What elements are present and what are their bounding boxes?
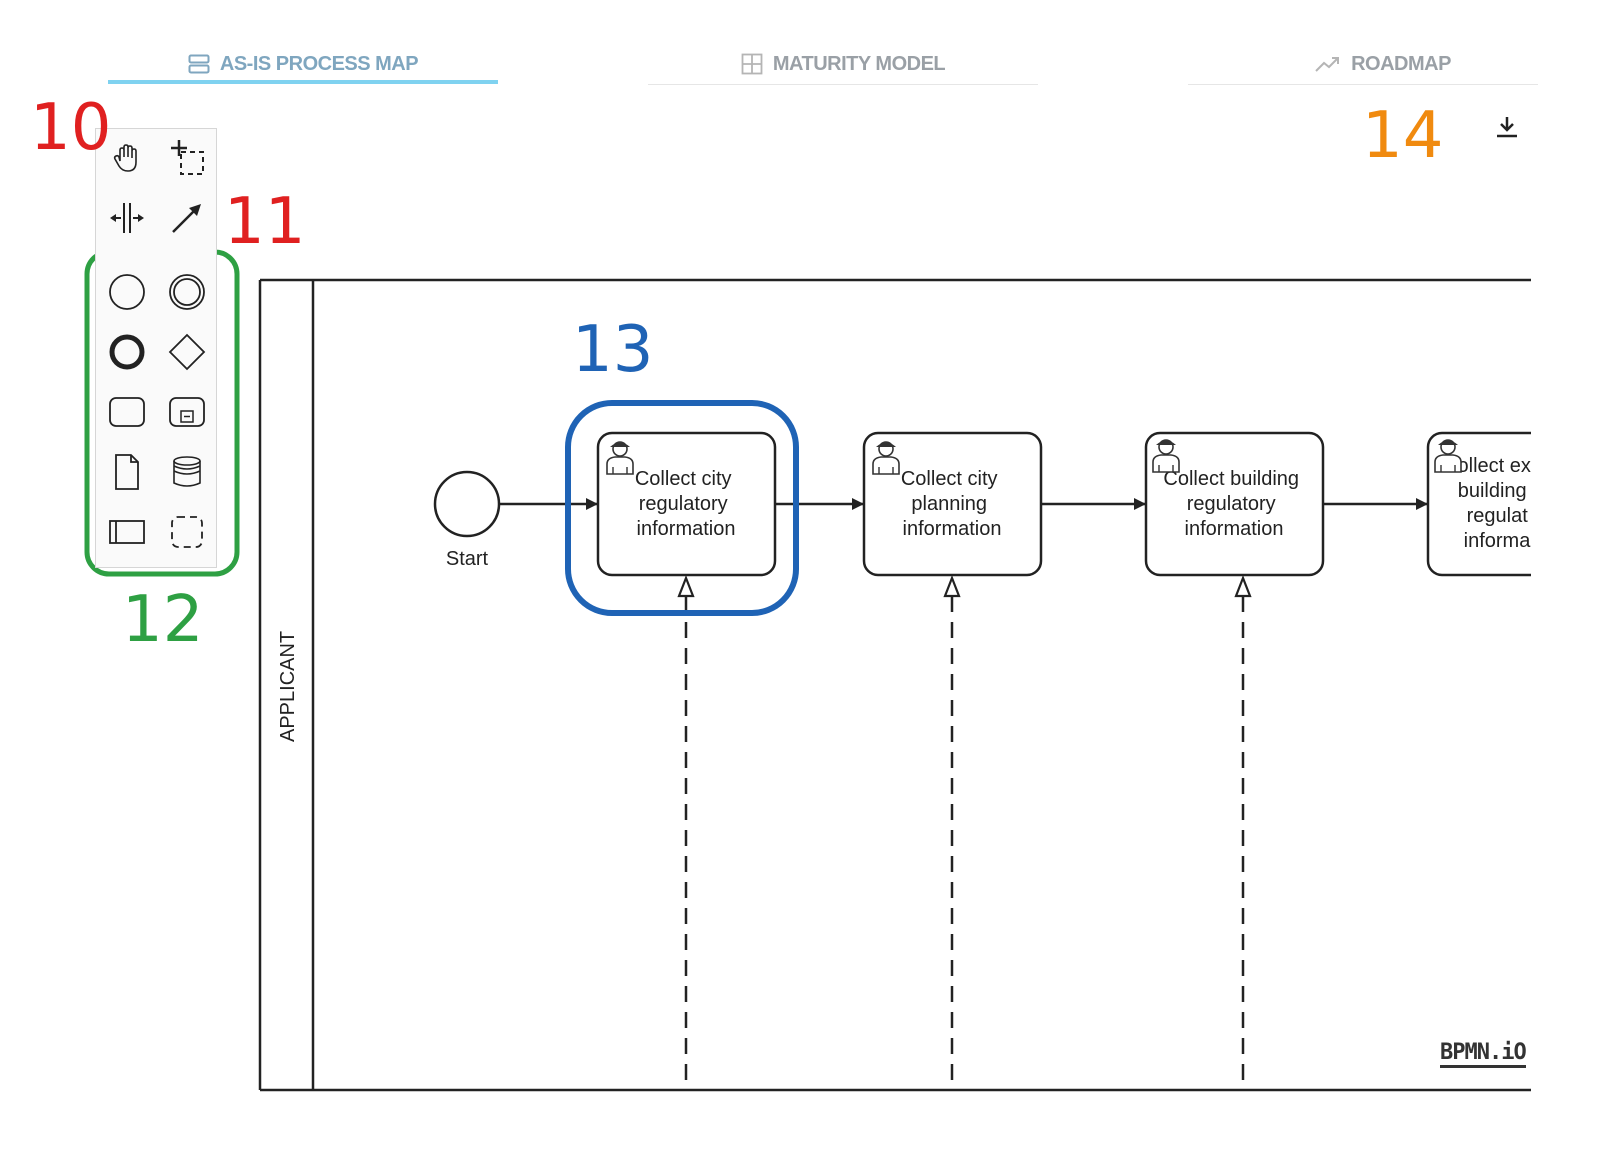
intermediate-event-icon (167, 272, 207, 317)
message-flow[interactable] (677, 574, 695, 1082)
create-gateway[interactable] (162, 329, 212, 379)
task-label-line: Collect city (901, 468, 998, 490)
create-start-event[interactable] (102, 269, 152, 319)
create-pool[interactable] (102, 509, 152, 559)
global-connect-icon (169, 200, 205, 241)
participant-pool[interactable] (258, 278, 1531, 1092)
user-task-icon (872, 441, 900, 475)
hand-tool-icon (110, 141, 144, 180)
task-label-line: regulat (1467, 505, 1529, 527)
gateway-icon (167, 332, 207, 377)
create-subprocess[interactable] (162, 389, 212, 439)
bpmn-io-logo[interactable]: BPMN.iO (1440, 1040, 1527, 1068)
create-intermediate-event[interactable] (162, 269, 212, 319)
space-tool-icon (107, 201, 147, 240)
svg-text:Collect city regulatory: Collect city regulatory information (635, 468, 737, 540)
annotation-number: 14 (1362, 99, 1444, 173)
download-button[interactable] (1490, 112, 1524, 146)
task-label-line: information (1185, 518, 1284, 540)
start-event[interactable] (433, 470, 501, 538)
task-label-line: informa (1464, 530, 1532, 552)
stacked-rows-icon (188, 54, 210, 74)
task-collect-existing-building-regulatory[interactable]: ollect ex building regulat informa (1426, 431, 1600, 577)
task-collect-city-planning[interactable]: Collect city planning information (862, 431, 1043, 577)
svg-text:Collect building regulat: Collect building regulatory information (1163, 468, 1304, 540)
grid-icon (741, 53, 763, 75)
user-task-icon (1434, 439, 1462, 473)
annotation-number: 11 (224, 185, 306, 259)
tab-label: ROADMAP (1351, 52, 1451, 75)
annotation-number: 12 (122, 583, 204, 657)
lane-label: APPLICANT (277, 631, 299, 742)
create-data-object[interactable] (102, 449, 152, 499)
tab-roadmap[interactable]: ROADMAP (1188, 40, 1578, 88)
create-task[interactable] (102, 389, 152, 439)
start-event-icon (107, 272, 147, 317)
svg-text:ollect ex building: ollect ex building regulat informa (1458, 455, 1537, 552)
space-tool[interactable] (102, 195, 152, 245)
create-group[interactable] (162, 509, 212, 559)
svg-text:Collect city planning: Collect city planning information (901, 468, 1003, 540)
task-icon (107, 395, 147, 434)
user-task-icon (606, 441, 634, 475)
task-label-line: regulatory (639, 493, 728, 515)
lasso-tool-icon (167, 138, 207, 183)
task-label-line: building (1458, 480, 1527, 502)
task-collect-city-regulatory[interactable]: Collect city regulatory information (596, 431, 777, 577)
data-store-icon (169, 454, 205, 495)
task-label-line: regulatory (1187, 493, 1276, 515)
create-end-event[interactable] (102, 329, 152, 379)
task-collect-building-regulatory[interactable]: Collect building regulatory information (1144, 431, 1325, 577)
data-object-icon (110, 452, 144, 497)
task-label-line: information (903, 518, 1002, 540)
pool-icon (107, 517, 147, 552)
tab-maturity-model[interactable]: MATURITY MODEL (648, 40, 1038, 88)
task-label-line: Collect city (635, 468, 732, 490)
annotation-number: 13 (572, 313, 654, 387)
task-label-line: ollect ex (1458, 455, 1531, 477)
download-icon (1493, 113, 1521, 146)
active-tab-indicator (108, 80, 498, 84)
annotation-outline-blue (565, 400, 799, 616)
task-label-line: Collect building (1163, 468, 1299, 490)
hand-tool[interactable] (102, 135, 152, 185)
task-label-line: planning (911, 493, 987, 515)
tab-as-is-process-map[interactable]: AS-IS PROCESS MAP (108, 40, 498, 88)
tab-divider (648, 84, 1038, 85)
start-label: Start (446, 548, 489, 570)
tab-divider (1188, 84, 1538, 85)
annotation-number: 10 (30, 91, 112, 165)
user-task-icon (1152, 439, 1180, 473)
subprocess-icon (167, 395, 207, 434)
group-icon (168, 513, 206, 556)
lasso-tool[interactable] (162, 135, 212, 185)
task-label-line: information (637, 518, 736, 540)
tool-palette (95, 128, 217, 568)
create-data-store[interactable] (162, 449, 212, 499)
message-flow[interactable] (943, 574, 961, 1082)
global-connect-tool[interactable] (162, 195, 212, 245)
tab-label: MATURITY MODEL (772, 52, 946, 75)
tab-label: AS-IS PROCESS MAP (219, 52, 419, 75)
message-flow[interactable] (1234, 574, 1252, 1082)
trend-up-icon (1315, 55, 1341, 73)
end-event-icon (107, 332, 147, 377)
